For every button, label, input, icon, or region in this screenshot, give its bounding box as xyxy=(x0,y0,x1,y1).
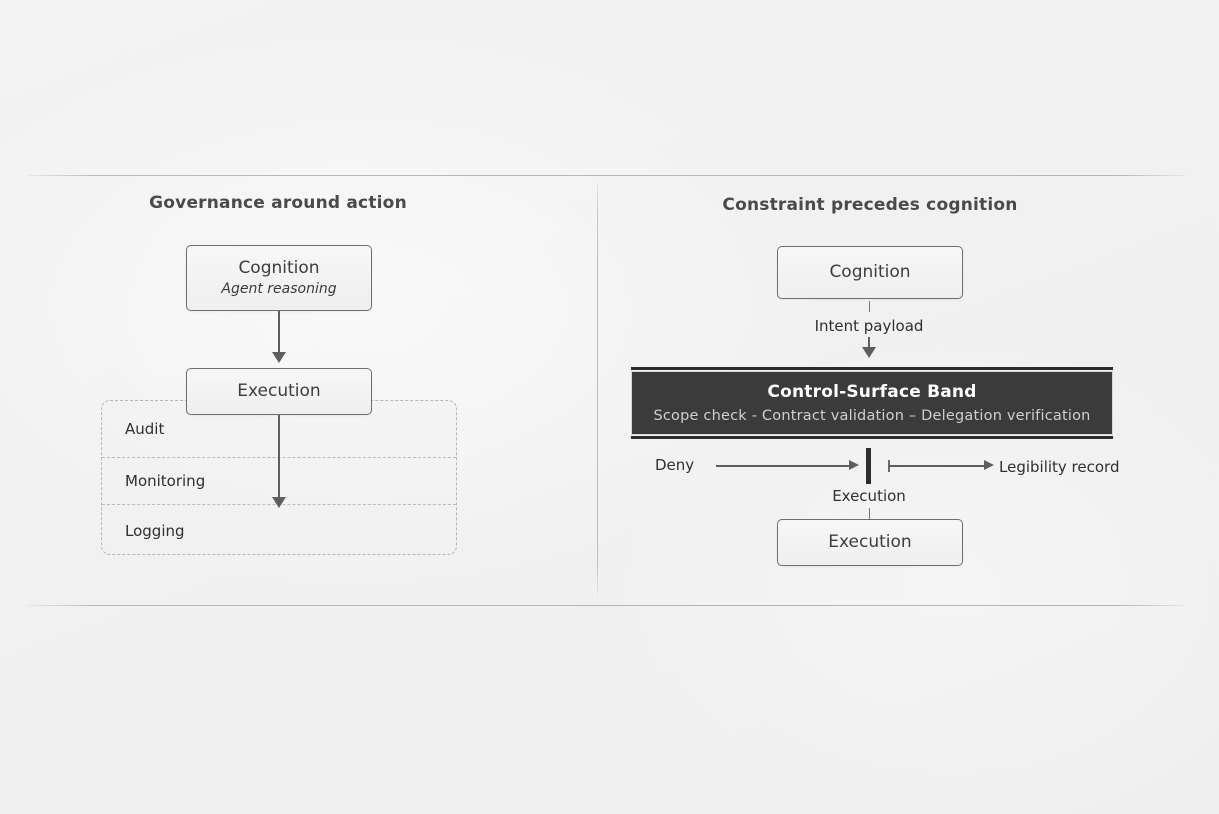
governance-layer-label: Audit xyxy=(125,420,165,438)
band-top-edge xyxy=(631,367,1113,370)
left-cognition-title: Cognition xyxy=(238,257,320,278)
panel-divider-rule xyxy=(597,180,598,597)
left-cognition-node: Cognition Agent reasoning xyxy=(186,245,372,311)
band-bottom-edge xyxy=(631,436,1113,439)
right-execution-title: Execution xyxy=(828,531,912,552)
governance-layer-label: Monitoring xyxy=(125,472,206,490)
execution-edge-label: Execution xyxy=(832,487,906,505)
left-execution-through-layers-line xyxy=(278,415,280,500)
control-surface-band: Control-Surface Band Scope check - Contr… xyxy=(631,371,1113,435)
control-surface-band-wrapper: Control-Surface Band Scope check - Contr… xyxy=(631,367,1113,439)
execution-gate-bar xyxy=(866,448,871,484)
left-cognition-to-execution-arrowhead xyxy=(272,352,286,363)
left-execution-through-layers-arrowhead xyxy=(272,497,286,508)
right-cognition-title: Cognition xyxy=(829,261,911,282)
right-execution-node: Execution xyxy=(777,519,963,566)
intent-connector-stub xyxy=(869,301,870,312)
left-execution-node: Execution xyxy=(186,368,372,415)
intent-connector-line xyxy=(868,337,870,349)
left-execution-title: Execution xyxy=(237,380,321,401)
deny-arrowhead xyxy=(849,460,859,470)
legibility-arrowhead xyxy=(984,460,994,470)
right-cognition-node: Cognition xyxy=(777,246,963,299)
governance-layer-label: Logging xyxy=(125,521,185,540)
control-surface-band-subtitle: Scope check - Contract validation – Dele… xyxy=(653,407,1091,424)
governance-layer-row: Audit xyxy=(102,401,456,457)
legibility-record-label: Legibility record xyxy=(999,458,1120,476)
left-cognition-to-execution-line xyxy=(278,311,280,354)
left-cognition-subtitle: Agent reasoning xyxy=(221,281,337,298)
deny-label: Deny xyxy=(655,456,695,474)
control-surface-band-title: Control-Surface Band xyxy=(767,381,977,402)
left-panel-title: Governance around action xyxy=(149,193,407,213)
top-divider-rule xyxy=(27,175,1186,176)
intent-connector-arrowhead xyxy=(862,347,876,358)
intent-payload-edge-label: Intent payload xyxy=(814,317,924,335)
governance-layer-row: Logging xyxy=(102,504,456,556)
deny-arrow-line xyxy=(716,465,851,467)
execution-connector-stub xyxy=(869,508,870,519)
right-panel-title: Constraint precedes cognition xyxy=(722,195,1018,215)
bottom-divider-rule xyxy=(27,605,1186,606)
legibility-arrow-line xyxy=(888,465,986,467)
